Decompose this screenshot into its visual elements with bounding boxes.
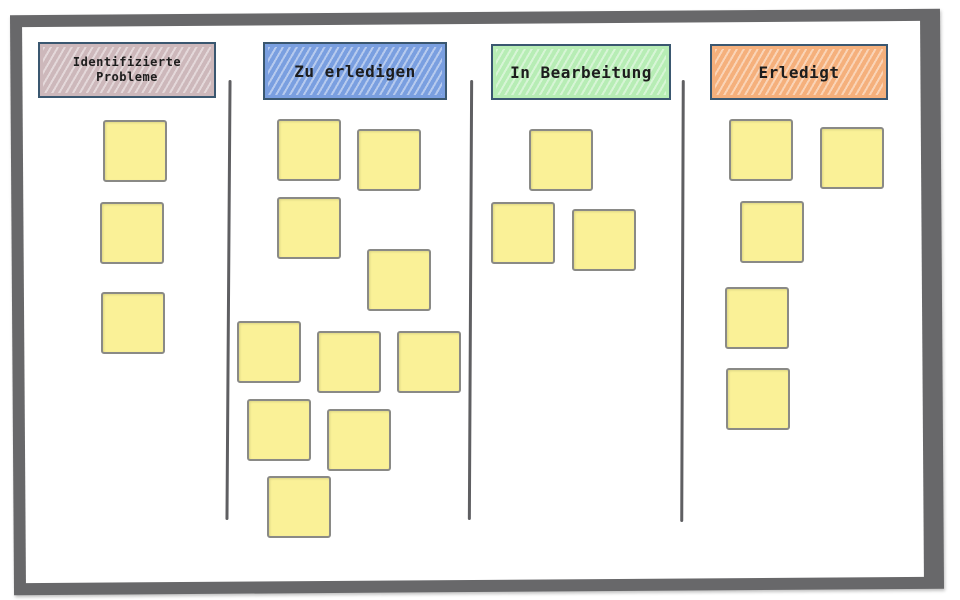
sticky-note[interactable] bbox=[100, 202, 164, 264]
column-title: Erledigt bbox=[758, 62, 840, 82]
sticky-note[interactable] bbox=[101, 292, 165, 354]
sticky-note[interactable] bbox=[397, 331, 461, 393]
column-title-line2: Probleme bbox=[96, 70, 158, 84]
column-header-in-bearbeitung: In Bearbeitung bbox=[491, 44, 671, 100]
sticky-note[interactable] bbox=[729, 119, 793, 181]
sticky-note[interactable] bbox=[237, 321, 301, 383]
sticky-note[interactable] bbox=[820, 127, 884, 189]
sticky-note[interactable] bbox=[491, 202, 555, 264]
sticky-note[interactable] bbox=[740, 201, 804, 263]
sticky-note[interactable] bbox=[103, 120, 167, 182]
sticky-note[interactable] bbox=[725, 287, 789, 349]
sticky-note[interactable] bbox=[529, 129, 593, 191]
sticky-note[interactable] bbox=[726, 368, 790, 430]
sticky-note[interactable] bbox=[267, 476, 331, 538]
column-title: In Bearbeitung bbox=[510, 62, 652, 82]
sticky-note[interactable] bbox=[247, 399, 311, 461]
sticky-note[interactable] bbox=[327, 409, 391, 471]
column-header-zu-erledigen: Zu erledigen bbox=[263, 42, 447, 100]
column-title: Zu erledigen bbox=[294, 61, 416, 81]
sticky-note[interactable] bbox=[572, 209, 636, 271]
column-title-line1: Identifizierte bbox=[72, 55, 182, 69]
sticky-note[interactable] bbox=[367, 249, 431, 311]
sticky-note[interactable] bbox=[277, 119, 341, 181]
sticky-note[interactable] bbox=[277, 197, 341, 259]
sticky-note[interactable] bbox=[317, 331, 381, 393]
column-header-erledigt: Erledigt bbox=[710, 44, 888, 100]
sticky-note[interactable] bbox=[357, 129, 421, 191]
